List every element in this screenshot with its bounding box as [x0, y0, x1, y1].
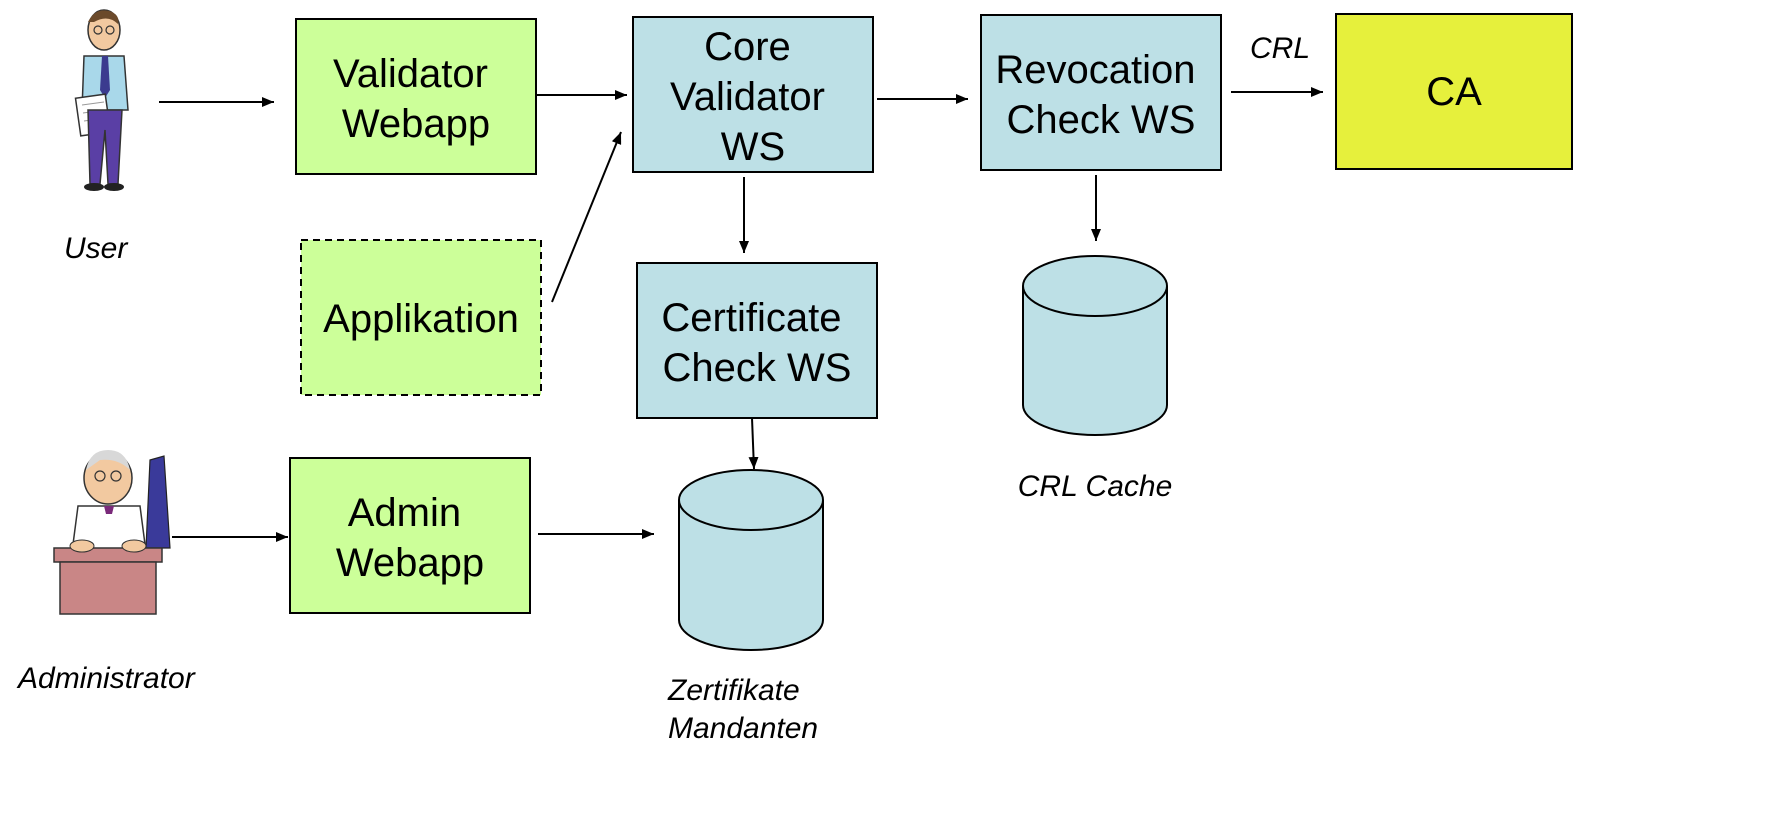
admin-webapp-line2: Webapp	[336, 541, 484, 585]
crl-cache-store	[1022, 255, 1168, 436]
ca-node: CA	[1335, 13, 1573, 170]
applikation-node: Applikation	[300, 239, 542, 396]
crl-edge-label: CRL	[1250, 32, 1310, 65]
revocation-check-ws-node: Revocation Check WS	[980, 14, 1222, 171]
user-label: User	[64, 232, 128, 265]
certificate-check-line1: Certificate	[661, 296, 841, 340]
revocation-check-line2: Check WS	[1007, 98, 1196, 142]
edge-applikation-to-core	[551, 131, 622, 303]
core-validator-line1: Core	[704, 25, 791, 69]
revocation-check-line1: Revocation	[995, 48, 1195, 92]
mandanten-line: Mandanten	[668, 712, 818, 745]
core-validator-line2: Validator	[670, 75, 825, 119]
applikation-label: Applikation	[323, 297, 519, 341]
zertifikate-line: Zertifikate	[667, 674, 800, 707]
svg-text:Certificate Check WS: Certificate Check WS	[661, 296, 852, 390]
certificate-check-ws-node: Certificate Check WS	[636, 262, 878, 419]
user-figure-icon	[74, 9, 129, 191]
validator-webapp-node: Validator Webapp	[295, 18, 537, 175]
zertifikate-mandanten-label: Zertifikate Mandanten	[667, 674, 818, 745]
edge-certificate-check-to-zertifikate	[748, 417, 759, 470]
svg-text:Core Validator WS: Core Validator WS	[670, 25, 836, 169]
admin-webapp-node: Admin Webapp	[289, 457, 531, 614]
validator-webapp-line2: Webapp	[342, 102, 490, 146]
core-validator-line3: WS	[721, 125, 785, 169]
svg-text:Validator Webapp: Validator Webapp	[333, 52, 499, 146]
validator-webapp-line1: Validator	[333, 52, 488, 96]
administrator-label: Administrator	[16, 662, 196, 695]
administrator-figure-icon	[53, 450, 171, 615]
svg-text:Admin Webapp: Admin Webapp	[336, 491, 484, 585]
admin-webapp-line1: Admin	[348, 491, 461, 535]
certificate-check-line2: Check WS	[663, 346, 852, 390]
ca-label: CA	[1426, 70, 1482, 114]
crl-cache-label: CRL Cache	[1018, 470, 1173, 503]
zertifikate-mandanten-store	[678, 469, 824, 651]
core-validator-ws-node: Core Validator WS	[632, 16, 874, 173]
svg-text:Revocation Check WS: Revocation Check WS	[995, 48, 1206, 142]
